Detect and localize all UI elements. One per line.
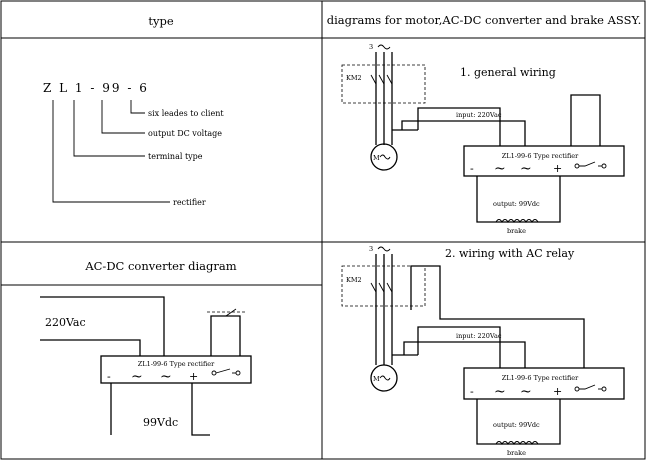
model-code-breakdown: Z L 1 - 99 - 6 six leades to client outp… xyxy=(43,81,224,207)
wiring1-rectifier-box xyxy=(463,145,625,177)
wiring1-output-label: output: 99Vdc xyxy=(493,200,540,208)
header-diagrams: diagrams for motor,AC-DC converter and b… xyxy=(327,13,642,27)
wiring2-input-label: input: 220Vac xyxy=(456,332,502,340)
converter-tilde-1: ~ xyxy=(131,369,143,385)
wiring1-rectifier-label: ZL1-99-6 Type rectifier xyxy=(502,152,579,160)
wiring2-tilde-1: ~ xyxy=(494,384,506,400)
label-output-dc-voltage: output DC voltage xyxy=(148,129,222,138)
wiring1-input-label: input: 220Vac xyxy=(456,111,502,119)
label-rectifier: rectifier xyxy=(173,198,206,207)
wiring2-phase: 3 xyxy=(369,245,373,253)
converter-rectifier-label: ZL1-99-6 Type rectifier xyxy=(138,360,215,368)
wiring2-minus: - xyxy=(470,385,474,398)
wiring1-contactor: KM2 xyxy=(346,74,362,82)
wiring1-plus: + xyxy=(553,162,562,175)
wiring2-brake-label: brake xyxy=(507,449,526,457)
wiring-1: 1. general wiring 3 KM2 M input: 220Vac … xyxy=(341,43,625,235)
header-type: type xyxy=(148,14,173,28)
header-converter-diagram: AC-DC converter diagram xyxy=(84,259,236,273)
wiring2-output-label: output: 99Vdc xyxy=(493,421,540,429)
wiring2-motor-symbol: M xyxy=(373,375,380,383)
converter-input-label: 220Vac xyxy=(45,316,86,329)
converter-minus: - xyxy=(107,370,111,383)
wiring2-plus: + xyxy=(553,385,562,398)
wiring2-contactor: KM2 xyxy=(346,276,362,284)
wiring2-title: 2. wiring with AC relay xyxy=(445,247,575,260)
model-code: Z L 1 - 99 - 6 xyxy=(43,81,149,95)
converter-tilde-2: ~ xyxy=(160,369,172,385)
converter-plus: + xyxy=(189,370,198,383)
wiring-2: 2. wiring with AC relay 3 KM2 M input: 2… xyxy=(341,245,625,457)
label-terminal-type: terminal type xyxy=(148,152,203,161)
wiring2-rectifier-label: ZL1-99-6 Type rectifier xyxy=(502,374,579,382)
wiring1-phase: 3 xyxy=(369,43,373,51)
wiring1-brake-label: brake xyxy=(507,227,526,235)
wiring2-rectifier-box xyxy=(463,367,625,400)
wiring1-tilde-2: ~ xyxy=(520,161,532,177)
converter-output-label: 99Vdc xyxy=(143,416,178,429)
converter-rectifier-box xyxy=(100,355,252,384)
label-six-leads: six leades to client xyxy=(148,109,224,118)
wiring1-motor-symbol: M xyxy=(373,154,380,162)
wiring1-tilde-1: ~ xyxy=(494,161,506,177)
converter-diagram: 220Vac 99Vdc ZL1-99-6 Type rectifier - ~… xyxy=(40,296,252,436)
wiring2-tilde-2: ~ xyxy=(520,384,532,400)
wiring1-title: 1. general wiring xyxy=(460,66,556,79)
wiring1-minus: - xyxy=(470,162,474,175)
